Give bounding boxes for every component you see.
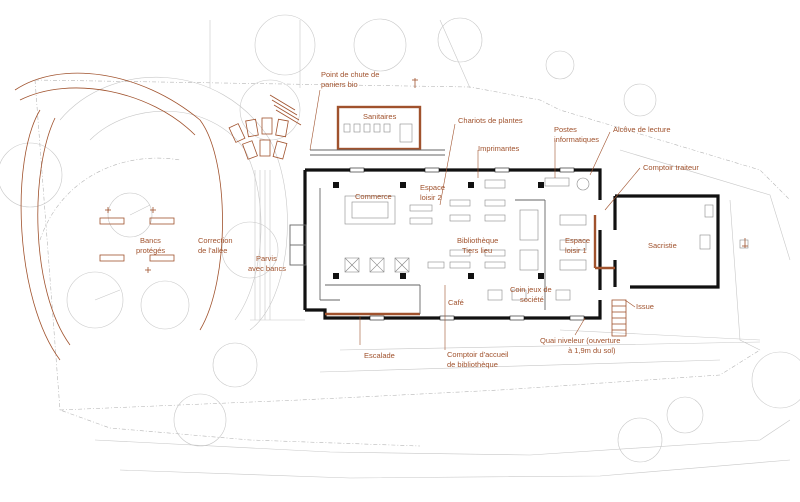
site-context (0, 14, 800, 479)
label-bancs-2: protégés (136, 246, 165, 255)
label-espace-loisir-1-1: Espace (565, 236, 590, 245)
label-comptoir-accueil-1: Comptoir d'accueil (447, 350, 509, 359)
label-cafe: Café (448, 298, 464, 307)
label-parvis-2: avec bancs (248, 264, 286, 273)
main-building (289, 167, 720, 321)
label-point-chute-1: Point de chute de (321, 70, 379, 79)
label-correction-1: Correction (198, 236, 233, 245)
bench-1 (99, 217, 125, 225)
bench-4 (149, 254, 175, 262)
label-alcove: Alcôve de lecture (613, 125, 671, 134)
label-quai-1: Quai niveleur (ouverture (540, 336, 620, 345)
sanitaires-block (310, 105, 445, 156)
label-comptoir-traiteur: Comptoir traiteur (643, 163, 699, 172)
label-point-chute-2: paniers bio (321, 80, 358, 89)
label-bibliotheque-2: Tiers lieu (462, 246, 492, 255)
label-issue: Issue (636, 302, 654, 311)
label-espace-loisir-1-2: loisir 1 (565, 246, 587, 255)
bench-3 (99, 254, 125, 262)
label-bancs-1: Bancs (140, 236, 161, 245)
label-coin-jeux-2: société (520, 295, 544, 304)
leader-lines (309, 89, 641, 350)
label-comptoir-accueil-2: de bibliothèque (447, 360, 498, 369)
label-quai-2: à 1,9m du sol) (568, 346, 616, 355)
label-espace-loisir-2-2: loisir 2 (420, 193, 442, 202)
label-commerce: Commerce (355, 192, 392, 201)
label-coin-jeux-1: Coin jeux de (510, 285, 552, 294)
label-imprimantes: Imprimantes (478, 144, 520, 153)
label-parvis-1: Parvis (256, 254, 277, 263)
bench-2 (149, 217, 175, 225)
left-site-furniture (14, 72, 302, 361)
furniture (344, 177, 749, 337)
label-correction-2: de l'allée (198, 246, 227, 255)
label-postes-2: informatiques (554, 135, 599, 144)
label-sacristie: Sacristie (648, 241, 677, 250)
label-escalade: Escalade (364, 351, 395, 360)
label-chariots: Chariots de plantes (458, 116, 523, 125)
arrow-markers (412, 78, 748, 248)
label-bibliotheque-1: Bibliothèque (457, 236, 498, 245)
label-espace-loisir-2-1: Espace (420, 183, 445, 192)
label-sanitaires: Sanitaires (363, 112, 397, 121)
labels: Point de chute de paniers bio Sanitaires… (136, 70, 699, 369)
label-postes-1: Postes (554, 125, 577, 134)
